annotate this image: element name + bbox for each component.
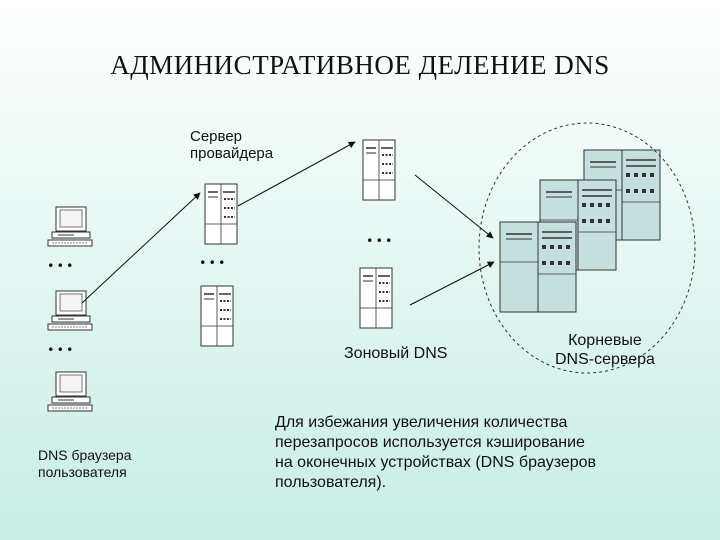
provider-server-1 <box>204 183 238 245</box>
caching-note: Для избежания увеличения количества пере… <box>275 414 597 491</box>
ellipsis-providers: ... <box>200 244 229 269</box>
root-server-3 <box>498 220 578 314</box>
zone-server-2 <box>359 267 393 329</box>
browser-dns-label: DNS браузера пользователя <box>38 447 132 480</box>
ellipsis-users-2: ... <box>48 331 77 356</box>
arrow-root-to-zone <box>409 261 495 306</box>
arrow-user-to-provider <box>81 192 201 304</box>
arrow-zone-to-root <box>414 174 494 239</box>
user-computer-1 <box>47 206 93 247</box>
user-computer-2 <box>47 290 93 331</box>
page-title: АДМИНИСТРАТИВНОЕ ДЕЛЕНИЕ DNS <box>110 50 610 80</box>
zone-dns-label: Зоновый DNS <box>344 345 448 362</box>
zone-server-1 <box>362 139 396 201</box>
arrow-provider-to-zone <box>237 141 356 207</box>
root-servers-label: Корневые DNS-сервера <box>555 332 655 368</box>
user-computer-3 <box>47 371 93 412</box>
provider-server-2 <box>200 285 234 347</box>
provider-server-label: Сервер провайдера <box>190 128 274 162</box>
ellipsis-zones: ... <box>367 222 396 247</box>
root-servers-boundary <box>478 122 696 374</box>
ellipsis-users-1: ... <box>48 247 77 272</box>
